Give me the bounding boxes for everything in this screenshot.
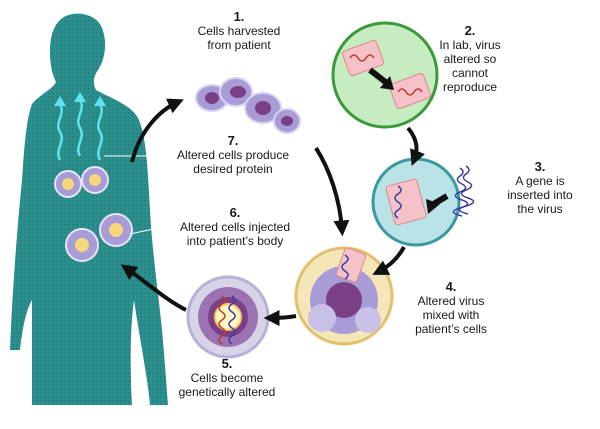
step-3-label: 3. A gene is inserted into the virus xyxy=(490,159,590,217)
body-cells-producing-protein xyxy=(54,166,109,198)
step-7-text: Altered cells produce desired protein xyxy=(176,148,290,176)
arrow-5-to-6 xyxy=(120,264,187,312)
step-7-number: 7. xyxy=(227,133,239,148)
arrow-1-to-4 xyxy=(314,146,350,237)
arrow-3-to-4 xyxy=(372,246,406,275)
arrow-2-to-3 xyxy=(406,126,425,166)
step-5-number: 5. xyxy=(221,356,233,371)
virus-cell-mixture xyxy=(294,246,394,346)
human-body-silhouette xyxy=(10,13,168,405)
step-4-number: 4. xyxy=(445,279,457,294)
step-6-label: 6. Altered cells injected into patient’s… xyxy=(160,205,310,249)
arrow-7-to-1 xyxy=(130,98,184,163)
step-6-number: 6. xyxy=(229,205,241,220)
harvested-cells xyxy=(195,77,301,134)
step-1-number: 1. xyxy=(233,9,245,24)
step-1-text: Cells harvested from patient xyxy=(197,24,281,52)
step-6-text: Altered cells injected into patient’s bo… xyxy=(179,220,291,248)
step-4-label: 4. Altered virus mixed with patient’s ce… xyxy=(396,279,506,337)
body-cells-injected xyxy=(65,213,133,262)
step-2-text: In lab, virus altered so cannot reproduc… xyxy=(439,38,501,94)
step-5-label: 5. Cells become genetically altered xyxy=(166,356,288,400)
gene-insertion-dish xyxy=(371,157,475,247)
step-2-number: 2. xyxy=(464,23,476,38)
genetically-altered-cell xyxy=(186,275,270,359)
leader-lines xyxy=(104,155,159,235)
protein-arrows-icon xyxy=(57,99,103,161)
step-5-text: Cells become genetically altered xyxy=(178,371,276,399)
step-1-label: 1. Cells harvested from patient xyxy=(178,9,300,53)
process-arrows xyxy=(120,98,425,326)
step-3-number: 3. xyxy=(534,159,546,174)
step-4-text: Altered virus mixed with patient’s cells xyxy=(415,294,487,336)
arrow-4-to-5 xyxy=(263,309,297,326)
lab-virus-dish xyxy=(331,21,439,129)
step-2-label: 2. In lab, virus altered so cannot repro… xyxy=(420,23,520,95)
step-3-text: A gene is inserted into the virus xyxy=(507,174,573,216)
step-7-label: 7. Altered cells produce desired protein xyxy=(158,133,308,177)
